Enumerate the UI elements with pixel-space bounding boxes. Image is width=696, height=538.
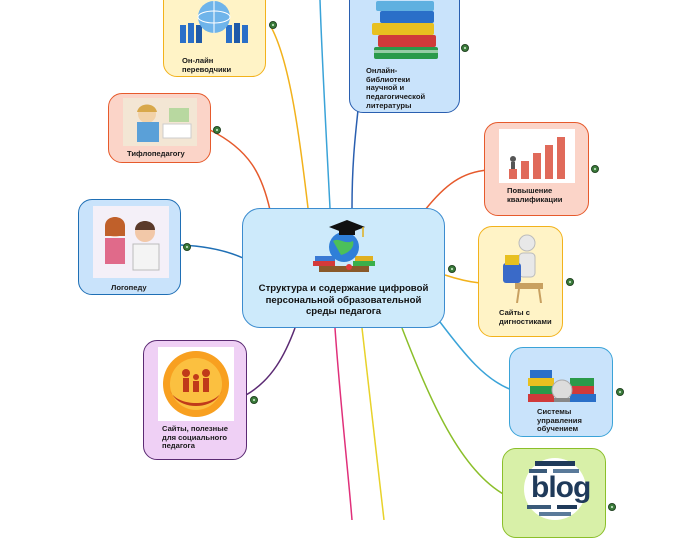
node-qualification[interactable]: Повышение квалификации	[484, 122, 589, 216]
person-figure-icon	[503, 234, 543, 303]
node-lms[interactable]: Системы управления обучением	[509, 347, 613, 437]
growth-chart-icon	[499, 129, 575, 183]
central-node[interactable]: Структура и содержание цифровой персонал…	[242, 208, 445, 328]
graduation-globe-icon	[313, 220, 375, 272]
node-translators[interactable]: Он-лайн переводчики	[163, 0, 266, 77]
child-reading-photo	[123, 98, 197, 146]
branch-qualification	[424, 169, 489, 211]
speech-therapy-icon	[93, 206, 169, 278]
branch-libraries	[351, 109, 359, 209]
branch-blog	[401, 327, 506, 496]
node-diagnostics[interactable]: Сайты с дигностиками	[478, 226, 563, 337]
qualification-label: Повышение квалификации	[507, 186, 563, 204]
link-icon[interactable]	[461, 44, 469, 52]
branch-translators	[269, 24, 309, 209]
branch-lms	[439, 321, 513, 391]
node-blog[interactable]: blog	[502, 448, 606, 538]
speech-label: Логопеду	[111, 283, 147, 292]
link-icon[interactable]	[250, 396, 258, 404]
connector-lines	[179, 0, 513, 520]
branch-social	[245, 327, 296, 396]
books-stack-icon	[372, 1, 438, 59]
link-icon[interactable]	[269, 21, 277, 29]
link-icon[interactable]	[566, 278, 574, 286]
link-icon[interactable]	[608, 503, 616, 511]
node-libraries[interactable]: Онлайн-библиотеки научной и педагогическ…	[349, 0, 460, 113]
link-icon[interactable]	[183, 243, 191, 251]
translators-label: Он-лайн переводчики	[182, 56, 232, 74]
node-typhlo[interactable]: Тифлопедагогу	[108, 93, 211, 163]
branch-bottom-pink	[334, 327, 353, 520]
typhlo-label: Тифлопедагогу	[127, 149, 185, 158]
globe-books-icon	[180, 1, 248, 43]
central-title: Структура и содержание цифровой персонал…	[258, 283, 429, 317]
blog-word: blog	[531, 471, 591, 504]
family-hands-icon	[158, 347, 234, 421]
link-icon[interactable]	[591, 165, 599, 173]
node-speech[interactable]: Логопеду	[78, 199, 181, 295]
branch-bottom-yellow	[361, 327, 385, 520]
social-label: Сайты, полезные для социального педагога	[162, 424, 228, 451]
books-globe-icon	[528, 370, 596, 402]
branch-typhlo	[209, 129, 271, 211]
link-icon[interactable]	[213, 126, 221, 134]
lms-label: Системы управления обучением	[537, 407, 582, 434]
blog-word-cloud-icon	[524, 458, 586, 520]
node-social[interactable]: Сайты, полезные для социального педагога	[143, 340, 247, 460]
link-icon[interactable]	[616, 388, 624, 396]
link-icon[interactable]	[448, 265, 456, 273]
diagnostics-label: Сайты с дигностиками	[499, 308, 552, 326]
branch-diagnostics	[444, 274, 481, 284]
branch-top-blue	[319, 0, 331, 209]
libraries-label: Онлайн-библиотеки научной и педагогическ…	[366, 66, 426, 110]
